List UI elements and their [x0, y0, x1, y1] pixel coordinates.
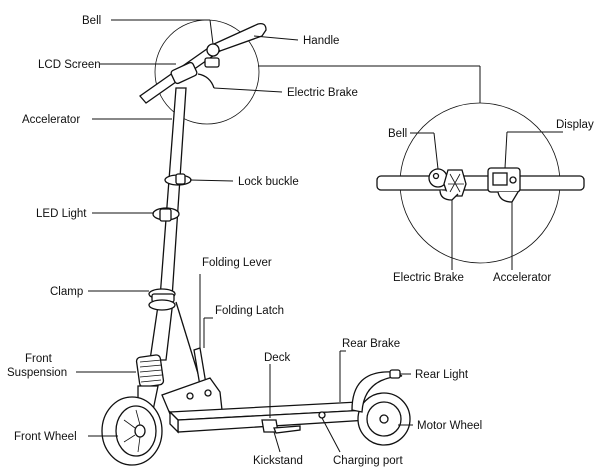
- label-folding-lever: Folding Lever: [202, 257, 272, 269]
- label-detail-bell: Bell: [388, 128, 407, 140]
- label-lock-buckle: Lock buckle: [238, 176, 299, 188]
- label-electric-brake: Electric Brake: [287, 87, 358, 99]
- folding-mechanism: [161, 301, 223, 415]
- label-bell: Bell: [82, 15, 101, 27]
- label-front-suspension-line2: Suspension: [7, 367, 67, 379]
- label-charging-port: Charging port: [333, 455, 403, 467]
- label-rear-brake: Rear Brake: [342, 338, 400, 350]
- leader-lines: [76, 19, 563, 453]
- label-detail-accelerator: Accelerator: [493, 272, 551, 284]
- stem: [148, 87, 192, 361]
- label-rear-light: Rear Light: [415, 369, 469, 381]
- label-handle: Handle: [303, 35, 339, 47]
- label-kickstand: Kickstand: [253, 455, 303, 467]
- rear-assembly: [351, 369, 411, 446]
- label-detail-display: Display: [556, 119, 594, 131]
- scooter-drawing: [101, 19, 411, 466]
- label-motor-wheel: Motor Wheel: [417, 420, 482, 432]
- labels: Bell Handle LCD Screen Electric Brake Ac…: [7, 15, 594, 467]
- handlebar: [139, 22, 267, 104]
- label-lcd-screen: LCD Screen: [38, 59, 101, 71]
- label-folding-latch: Folding Latch: [215, 305, 284, 317]
- label-accelerator: Accelerator: [22, 114, 80, 126]
- label-deck: Deck: [264, 352, 290, 364]
- label-front-wheel: Front Wheel: [14, 431, 77, 443]
- kickstand: [261, 419, 301, 434]
- label-clamp: Clamp: [50, 286, 83, 298]
- label-front-suspension-line1: Front: [25, 353, 53, 365]
- label-detail-electric-brake: Electric Brake: [393, 272, 464, 284]
- label-led-light: LED Light: [36, 208, 87, 220]
- front-wheel: [101, 396, 163, 466]
